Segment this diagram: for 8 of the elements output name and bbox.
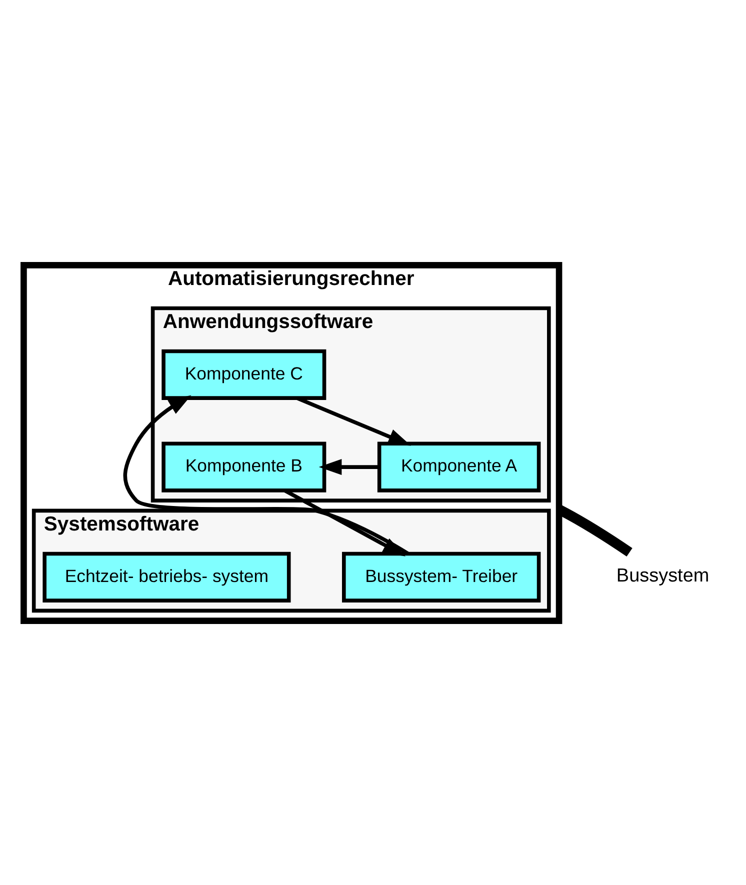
node-box: Bussystem- Treiber [342, 551, 541, 602]
arrow [318, 458, 380, 475]
node-box: Komponente A [377, 441, 541, 492]
node-box: Komponente B [162, 441, 326, 492]
node-box: Echtzeit- betriebs- system [42, 551, 291, 602]
arrow [296, 396, 412, 446]
node-box: Komponente C [162, 348, 326, 400]
node-text: Bussystem [616, 565, 710, 586]
